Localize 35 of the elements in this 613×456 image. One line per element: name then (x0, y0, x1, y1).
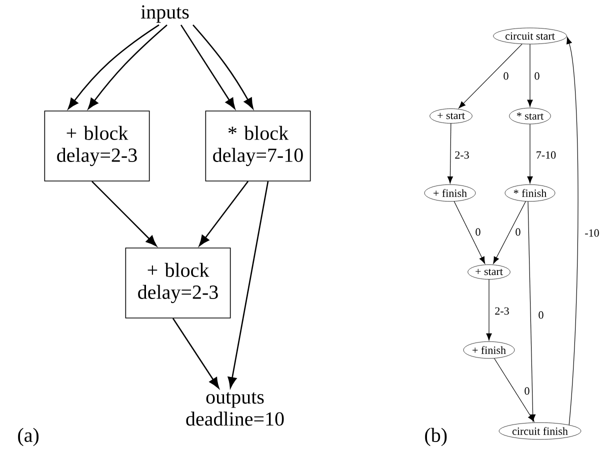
arrow (192, 24, 254, 109)
arrow (447, 123, 453, 184)
input-text: inputs (140, 5, 189, 23)
process-box: + block delay=2-3 (44, 110, 150, 182)
arrow (527, 44, 533, 107)
edge-label: 2-3 (454, 150, 470, 160)
output-text: outputs deadline=10 (186, 392, 284, 426)
arrow (68, 24, 160, 110)
arrow (486, 279, 492, 340)
arrow (88, 24, 168, 110)
arrow (458, 44, 522, 108)
arrow (228, 181, 269, 388)
arrow (527, 124, 533, 184)
edge-label: 0 (533, 71, 541, 81)
edge-label: 7-10 (534, 150, 558, 160)
arrow (454, 201, 486, 264)
panel-label: (b) (425, 428, 447, 446)
arrow (566, 36, 578, 426)
edge-label: 0 (514, 227, 522, 237)
arrow (172, 318, 220, 389)
panel-label: (a) (18, 428, 39, 446)
edge-label: 0 (537, 310, 545, 320)
process-box: * block delay=7-10 (205, 110, 311, 182)
edge-label: 0 (474, 227, 482, 237)
edge-label: 0 (523, 386, 531, 396)
edge-label: 2-3 (494, 306, 510, 316)
arrow (494, 358, 534, 422)
arrow (493, 201, 526, 264)
edge-label: -10 (584, 228, 600, 238)
arrow (528, 201, 536, 422)
edge-label: 0 (502, 71, 510, 81)
arrow (92, 180, 157, 246)
process-box: + block delay=2-3 (125, 248, 231, 318)
arrow (180, 24, 236, 110)
arrow (198, 181, 249, 246)
